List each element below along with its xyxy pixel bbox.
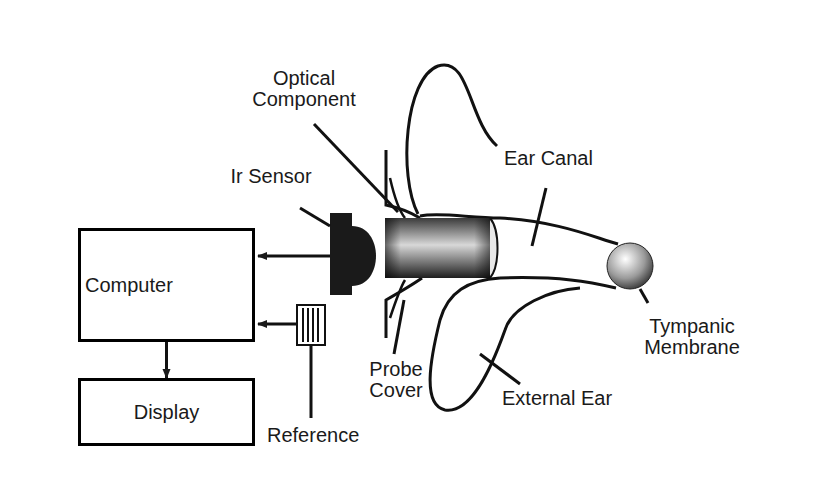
part-label: Tympanic Membrane bbox=[612, 316, 772, 358]
process-box: Computer bbox=[78, 228, 255, 342]
leader-line bbox=[480, 354, 520, 384]
reference-sensor bbox=[297, 305, 325, 345]
ir-sensor-dome bbox=[352, 226, 376, 286]
box-label: Display bbox=[134, 401, 200, 423]
process-box: Display bbox=[78, 378, 255, 446]
optical-component-shade bbox=[385, 218, 490, 278]
leader-line bbox=[640, 289, 648, 303]
part-label: Ir Sensor bbox=[206, 166, 336, 187]
part-label: Probe Cover bbox=[356, 359, 436, 401]
connector-arrow bbox=[165, 342, 168, 378]
tympanic-membrane bbox=[607, 243, 653, 289]
part-label: Reference bbox=[267, 425, 387, 446]
optical-component bbox=[385, 218, 490, 278]
sensor-signal-arrow bbox=[258, 255, 330, 258]
leader-line bbox=[300, 208, 330, 226]
ear-outline-upper bbox=[407, 65, 497, 214]
reference-lead bbox=[310, 345, 313, 418]
part-label: Ear Canal bbox=[504, 148, 634, 169]
part-label: External Ear bbox=[502, 388, 642, 409]
leader-line bbox=[314, 124, 398, 212]
reference-signal-arrow bbox=[258, 323, 297, 326]
ear-canal-wall-lower bbox=[500, 278, 616, 288]
box-label: Computer bbox=[85, 274, 173, 296]
optical-component-end bbox=[490, 218, 498, 278]
reference-stripes bbox=[303, 308, 318, 342]
ir-sensor bbox=[330, 213, 352, 295]
leader-line bbox=[532, 188, 546, 246]
leader-line bbox=[394, 300, 404, 354]
part-label: Optical Component bbox=[236, 68, 372, 110]
